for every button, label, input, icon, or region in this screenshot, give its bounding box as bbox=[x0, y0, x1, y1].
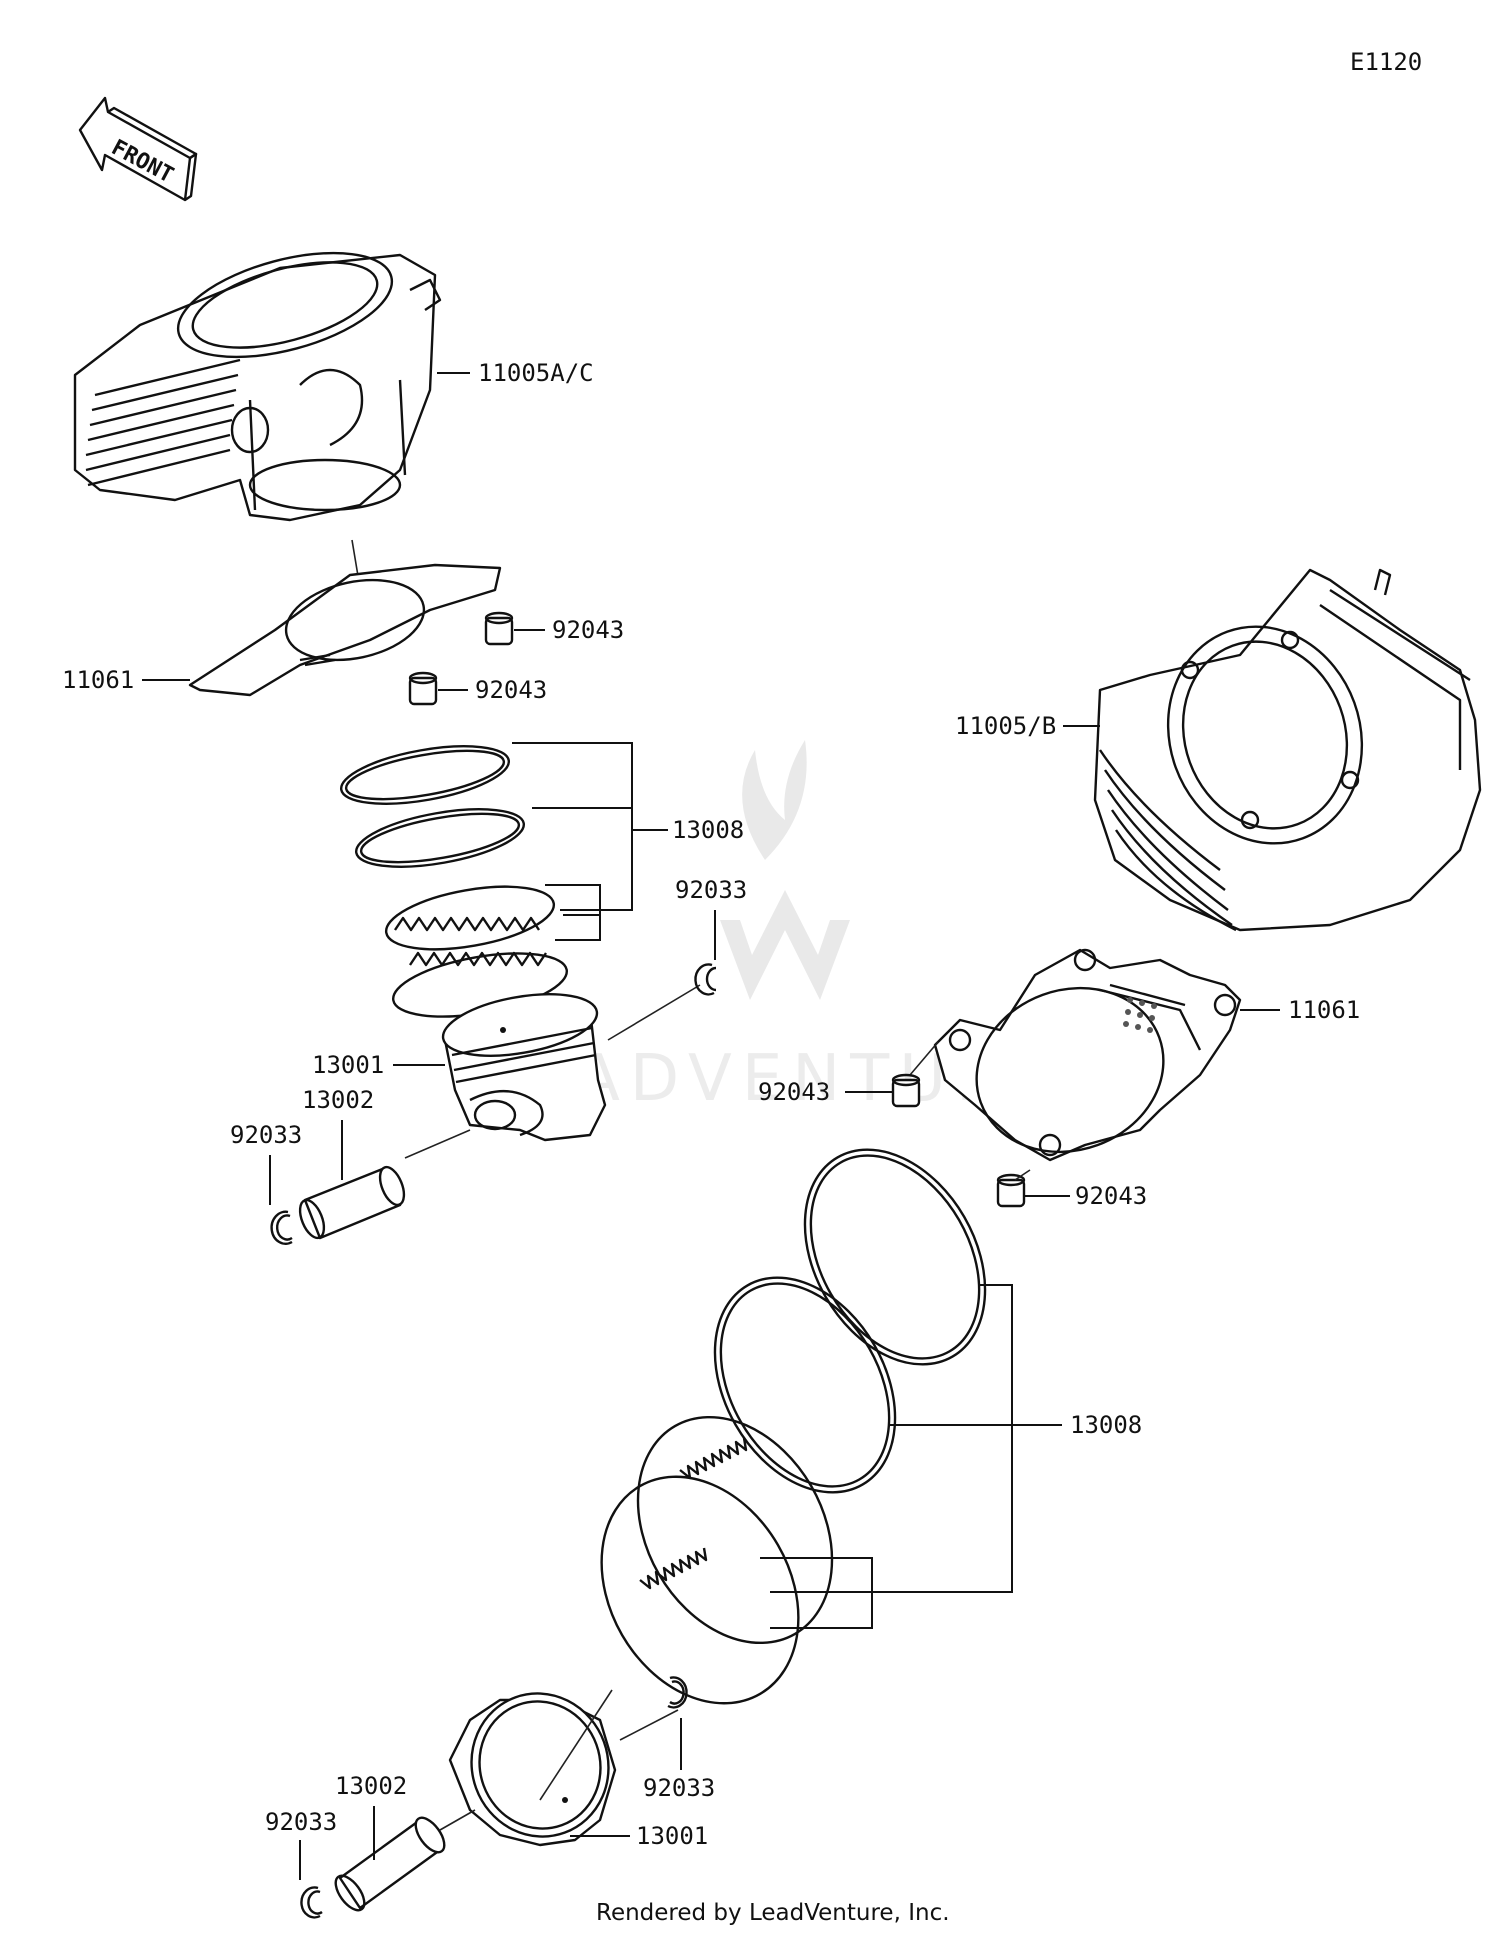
pin-rear bbox=[298, 1165, 406, 1240]
label-dowel-rear-a: 92043 bbox=[552, 616, 624, 644]
label-piston-rear: 13001 bbox=[312, 1051, 384, 1079]
axis-line-front-piston bbox=[539, 1689, 613, 1801]
axis-line-front-dowel bbox=[1014, 1169, 1031, 1181]
gasket-front bbox=[933, 948, 1242, 1162]
label-rings-rear: 13008 bbox=[672, 816, 744, 844]
dowel-rear-a bbox=[484, 611, 514, 646]
footer-credit: Rendered by LeadVenture, Inc. bbox=[596, 1900, 950, 1926]
label-dowel-rear-b: 92043 bbox=[475, 676, 547, 704]
diagram-code: E1120 bbox=[1350, 48, 1422, 76]
gasket-rear bbox=[188, 563, 502, 697]
label-pin-rear: 13002 bbox=[302, 1086, 374, 1114]
cylinder-rear bbox=[73, 251, 442, 522]
axis-line-front-pin bbox=[439, 1809, 476, 1831]
clip-front-right bbox=[667, 1676, 688, 1709]
leader-rings-rear bbox=[512, 742, 633, 941]
rings-front bbox=[600, 1148, 987, 1705]
label-cylinder-front: 11005/B bbox=[955, 712, 1056, 740]
axis-line-rear-clip bbox=[607, 984, 701, 1041]
axis-line-rear-pin bbox=[404, 1129, 471, 1159]
label-rings-front: 13008 bbox=[1070, 1411, 1142, 1439]
label-piston-front: 13001 bbox=[636, 1822, 708, 1850]
front-arrow-icon: FRONT bbox=[78, 96, 198, 202]
clip-front-left bbox=[300, 1886, 323, 1919]
label-gasket-front: 11061 bbox=[1288, 996, 1360, 1024]
label-clip-front-right: 92033 bbox=[643, 1774, 715, 1802]
cylinder-front bbox=[1093, 568, 1482, 932]
label-pin-front: 13002 bbox=[335, 1772, 407, 1800]
leader-rings-front bbox=[760, 1284, 1013, 1629]
dowel-rear-b bbox=[408, 671, 438, 706]
clip-rear-left bbox=[270, 1210, 293, 1245]
label-cylinder-rear: 11005A/C bbox=[478, 359, 594, 387]
axis-line-front-clip bbox=[619, 1709, 679, 1741]
label-clip-rear-left: 92033 bbox=[230, 1121, 302, 1149]
label-dowel-front-a: 92043 bbox=[758, 1078, 830, 1106]
piston-rear bbox=[441, 993, 607, 1142]
pin-front bbox=[334, 1816, 446, 1912]
piston-front bbox=[448, 1692, 617, 1847]
dowel-front-a bbox=[891, 1073, 921, 1108]
label-dowel-front-b: 92043 bbox=[1075, 1182, 1147, 1210]
clip-rear-right bbox=[694, 963, 717, 996]
axis-line-front-gasket bbox=[909, 1041, 939, 1076]
rings-rear bbox=[339, 745, 568, 1018]
dowel-front-b bbox=[996, 1173, 1026, 1208]
label-clip-rear-right: 92033 bbox=[675, 876, 747, 904]
label-clip-front-left: 92033 bbox=[265, 1808, 337, 1836]
label-gasket-rear: 11061 bbox=[62, 666, 134, 694]
